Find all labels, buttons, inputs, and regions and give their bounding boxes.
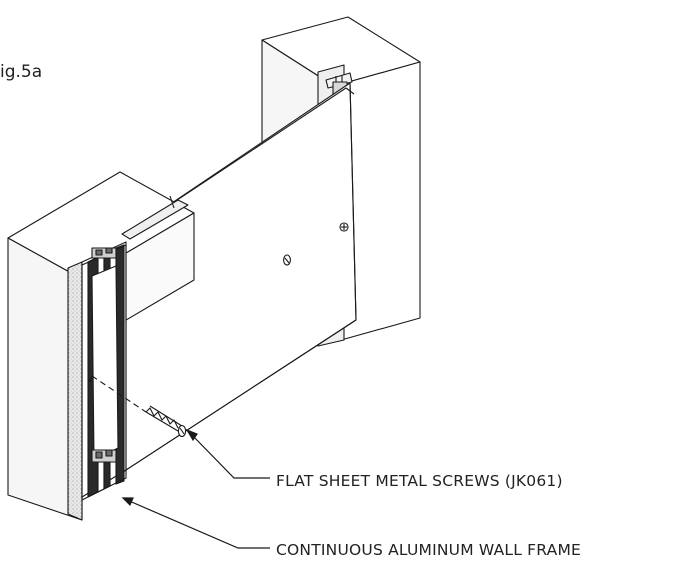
figure-label: ig.5a: [0, 62, 43, 82]
frame-callout-label: CONTINUOUS ALUMINUM WALL FRAME: [276, 541, 582, 559]
callout-leaders: [121, 428, 270, 549]
sheet-metal-screw: [91, 375, 187, 438]
frame-leader: [121, 497, 270, 549]
left-wall-block: [7, 171, 195, 521]
screws-leader: [185, 428, 270, 479]
screws-callout-label: FLAT SHEET METAL SCREWS (JK061): [276, 472, 563, 490]
aluminum-wall-frame: [67, 241, 127, 521]
